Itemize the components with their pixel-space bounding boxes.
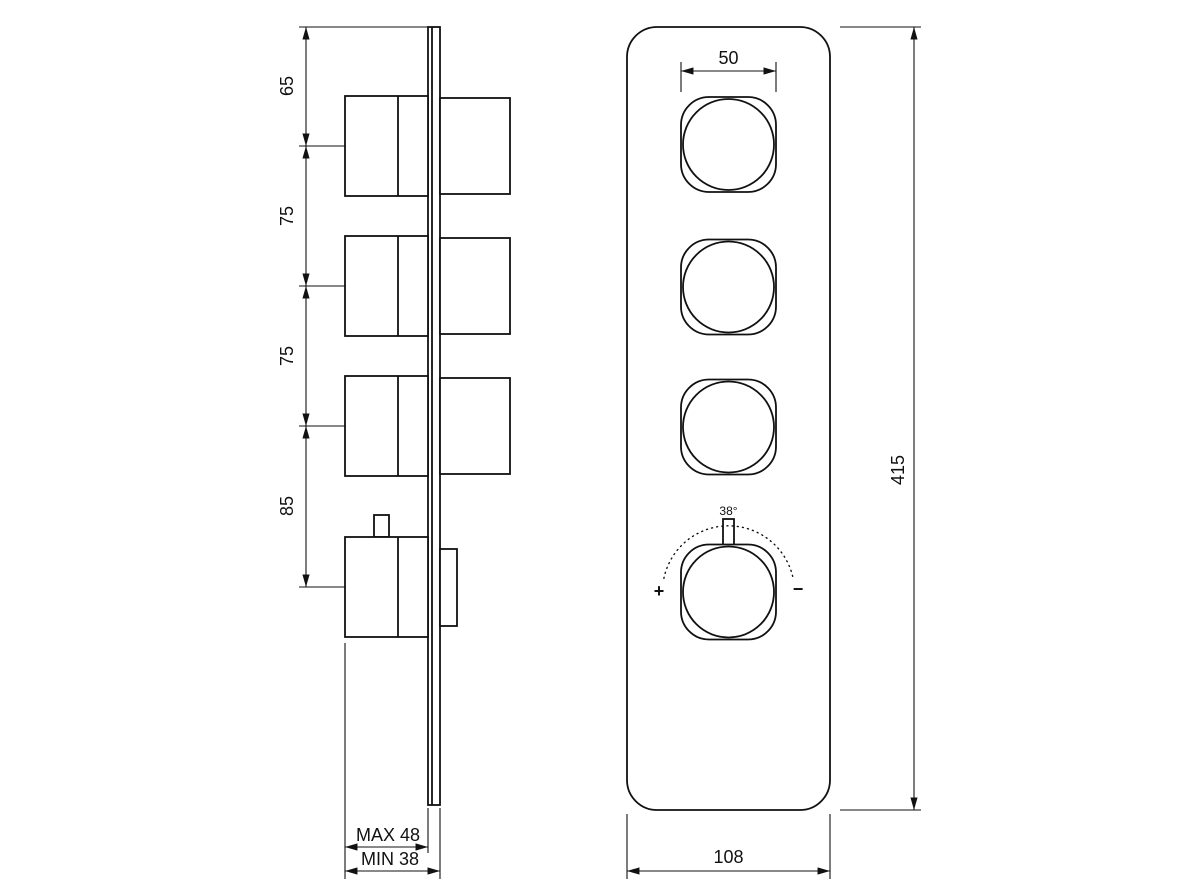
knob-3-valve-body <box>439 377 511 475</box>
temp-rotation-arc <box>663 525 794 579</box>
knob-2-side-handle <box>344 235 429 337</box>
temp-knob-side-handle <box>344 536 429 638</box>
button-2-squircle <box>680 238 777 336</box>
dim-label-75-lower: 75 <box>277 346 297 366</box>
knob-1-valve-body <box>439 97 511 195</box>
plate-height-dimension: 415 <box>840 26 921 811</box>
temp-knob-side <box>344 514 458 638</box>
knob-1-side <box>344 95 511 197</box>
knob-width-dimension: 50 <box>680 48 777 92</box>
knob-3-side <box>344 375 511 477</box>
temp-knob-stem-side <box>373 514 390 538</box>
dim-label-65: 65 <box>277 76 297 96</box>
dim-label-108: 108 <box>713 847 743 867</box>
dim-label-75-upper: 75 <box>277 206 297 226</box>
knob-3-side-handle <box>344 375 429 477</box>
button-2-front <box>680 238 777 336</box>
plus-label: + <box>654 581 665 601</box>
side-view: 65 75 75 85 MAX 48 MIN 38 <box>277 26 511 879</box>
depth-dimensions: MAX 48 MIN 38 <box>344 643 441 879</box>
dim-label-415: 415 <box>888 455 908 485</box>
plate-width-dimension: 108 <box>626 814 831 879</box>
temp-setpoint-label: 38° <box>719 504 737 518</box>
dim-label-85: 85 <box>277 496 297 516</box>
front-view: 38° + − 50 415 108 <box>626 26 921 879</box>
button-1-front <box>680 96 777 193</box>
dim-label-50: 50 <box>718 48 738 68</box>
button-3-squircle <box>680 378 777 476</box>
spacing-dimension-chain: 65 75 75 85 <box>277 26 434 588</box>
button-2-circle <box>682 240 775 334</box>
button-3-front <box>680 378 777 476</box>
temp-knob-circle <box>682 545 775 639</box>
temp-knob-valve-body <box>439 548 458 627</box>
knob-1-side-handle <box>344 95 429 197</box>
knob-2-valve-body <box>439 237 511 335</box>
button-1-circle <box>682 98 775 191</box>
faceplate-side-profile <box>427 26 441 806</box>
temp-knob-front: 38° + − <box>654 504 804 641</box>
temp-knob-pointer <box>722 518 735 546</box>
temp-knob-squircle <box>680 543 777 641</box>
faceplate-side-body <box>427 26 441 806</box>
dim-label-min-depth: MIN 38 <box>361 849 419 869</box>
knob-2-side <box>344 235 511 337</box>
button-1-squircle <box>680 96 777 193</box>
button-3-circle <box>682 380 775 474</box>
minus-label: − <box>793 579 804 599</box>
dim-label-max-depth: MAX 48 <box>356 825 420 845</box>
